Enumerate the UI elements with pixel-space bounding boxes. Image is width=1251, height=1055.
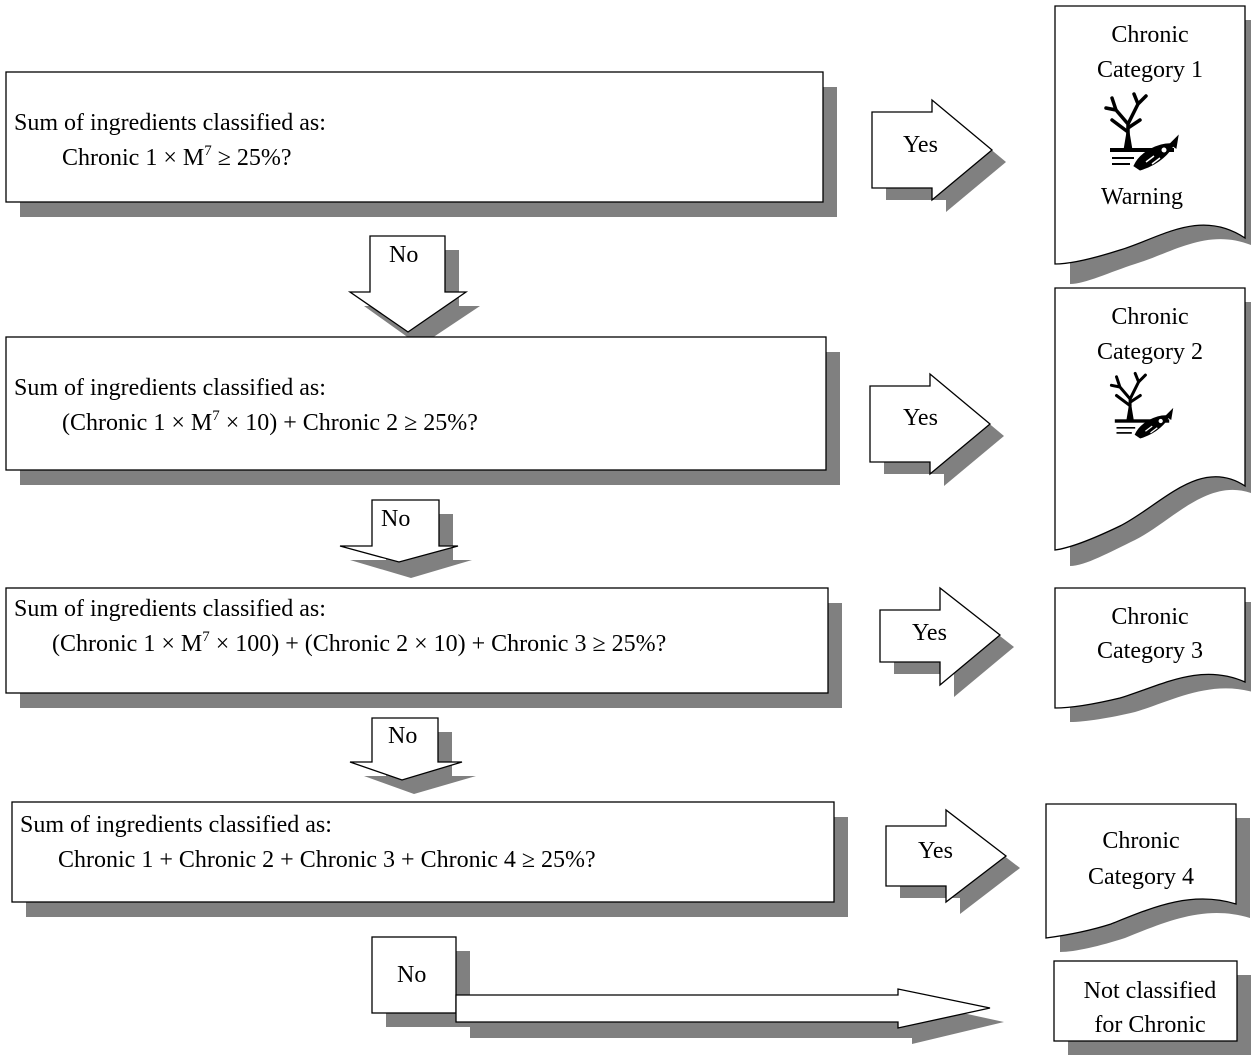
decision-step-2: Sum of ingredients classified as: (Chron… — [5, 336, 840, 485]
yes-label: Yes — [903, 405, 938, 431]
no-label: No — [388, 723, 417, 749]
no-arrow-final: No — [371, 936, 1004, 1044]
decision-expression: (Chronic 1 × M7 × 10) + Chronic 2 ≥ 25%? — [62, 408, 478, 436]
outcome-line2: Category 4 — [1088, 864, 1194, 890]
decision-prefix: Sum of ingredients classified as: — [20, 812, 332, 838]
outcome-line1: Not classified — [1084, 978, 1217, 1004]
outcome-category-2: Chronic Category 2 — [1054, 287, 1251, 566]
yes-label: Yes — [918, 838, 953, 864]
outcome-line1: Chronic — [1111, 22, 1188, 48]
no-arrow-2: No — [339, 499, 472, 578]
decision-prefix: Sum of ingredients classified as: — [14, 110, 326, 136]
no-label: No — [389, 242, 418, 268]
outcome-line1: Chronic — [1111, 604, 1188, 630]
no-arrow-1: No — [347, 235, 480, 346]
outcome-line2: Category 2 — [1097, 339, 1203, 365]
outcome-category-4: Chronic Category 4 — [1045, 803, 1250, 952]
yes-arrow-4: Yes — [885, 808, 1020, 914]
decision-box — [11, 801, 835, 903]
no-label: No — [397, 962, 426, 988]
outcome-not-classified: Not classified for Chronic — [1053, 960, 1251, 1055]
yes-arrow-2: Yes — [869, 372, 1004, 486]
no-label: No — [381, 506, 410, 532]
yes-label: Yes — [912, 620, 947, 646]
decision-box — [5, 71, 824, 203]
no-arrow-3: No — [349, 717, 476, 794]
decision-expression: (Chronic 1 × M7 × 100) + (Chronic 2 × 10… — [52, 629, 666, 657]
decision-prefix: Sum of ingredients classified as: — [14, 375, 326, 401]
decision-step-4: Sum of ingredients classified as: Chroni… — [11, 801, 848, 917]
yes-arrow-1: Yes — [871, 98, 1006, 212]
decision-expression: Chronic 1 × M7 ≥ 25%? — [62, 143, 292, 171]
outcome-line1: Chronic — [1102, 828, 1179, 854]
yes-label: Yes — [903, 132, 938, 158]
decision-box — [5, 587, 829, 694]
decision-step-1: Sum of ingredients classified as: Chroni… — [5, 71, 837, 217]
outcome-line2: Category 1 — [1097, 57, 1203, 83]
outcome-line2: for Chronic — [1094, 1012, 1205, 1038]
decision-expression: Chronic 1 + Chronic 2 + Chronic 3 + Chro… — [58, 847, 596, 873]
outcome-line2: Category 3 — [1097, 638, 1203, 664]
yes-arrow-3: Yes — [879, 586, 1014, 697]
decision-prefix: Sum of ingredients classified as: — [14, 596, 326, 622]
signal-word: Warning — [1101, 184, 1183, 210]
outcome-category-1: Chronic Category 1 Warning — [1054, 5, 1251, 284]
decision-box — [5, 336, 827, 471]
outcome-category-3: Chronic Category 3 — [1054, 587, 1251, 722]
outcome-line1: Chronic — [1111, 304, 1188, 330]
decision-step-3: Sum of ingredients classified as: (Chron… — [5, 587, 842, 708]
